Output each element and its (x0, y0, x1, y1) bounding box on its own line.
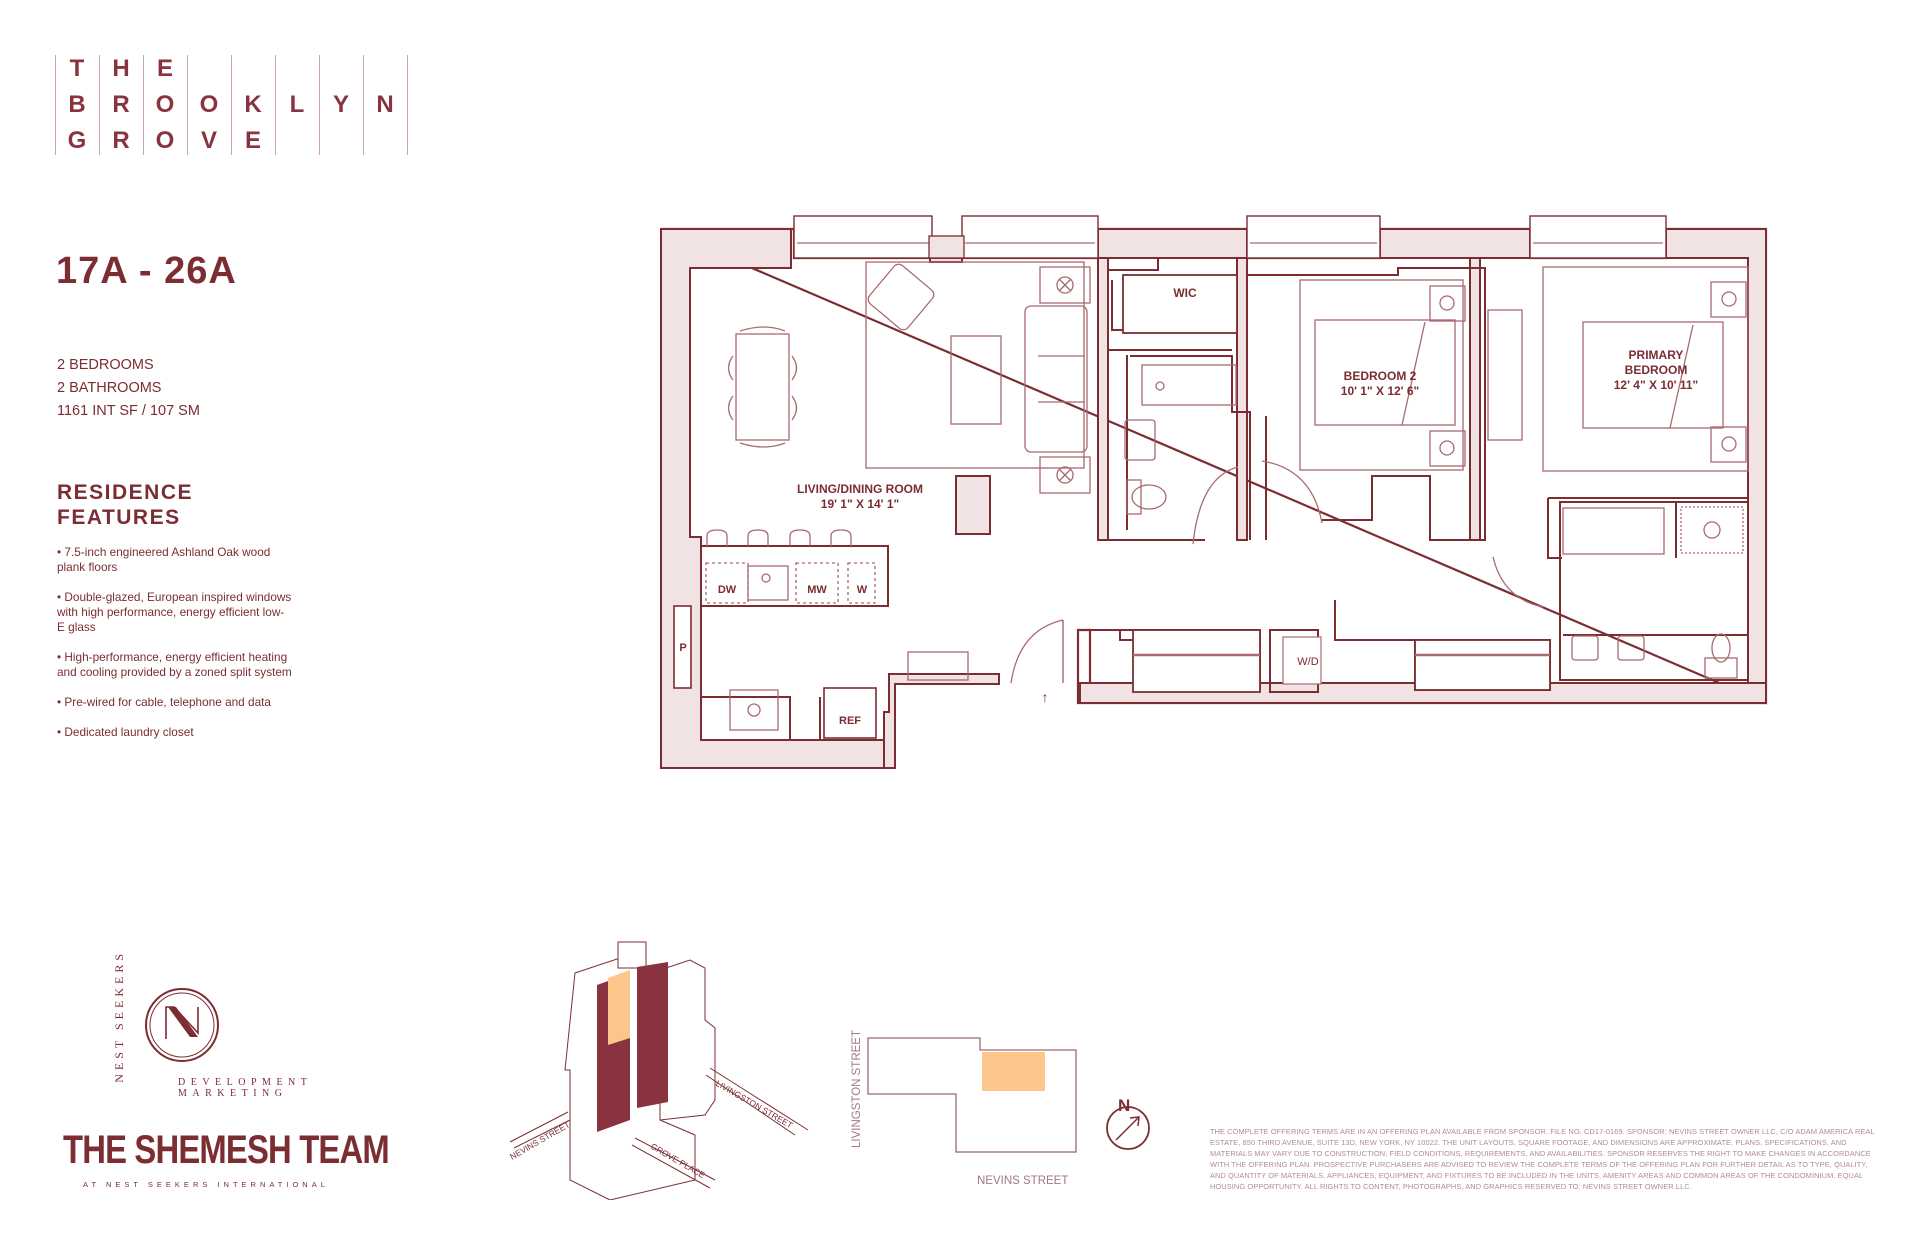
feature-item: • Pre-wired for cable, telephone and dat… (57, 695, 271, 709)
bathrooms-count: 2 BATHROOMS (57, 380, 162, 396)
pantry-label: P (679, 642, 686, 654)
living-room-label: LIVING/DINING ROOM (797, 482, 923, 496)
logo-letter: L (289, 91, 305, 118)
logo-letter: Y (332, 91, 349, 118)
logo-letter: H (112, 55, 130, 82)
north-label: N (1118, 1096, 1131, 1115)
features-heading: RESIDENCE FEATURES (57, 480, 193, 530)
feature-item: • Double-glazed, European inspired windo… (57, 590, 292, 634)
street-label: LIVINGSTON STREET (714, 1078, 795, 1130)
logo-letter: V (200, 127, 217, 154)
logo-letter: R (112, 91, 130, 118)
primary-bedroom-label-2: BEDROOM (1625, 363, 1688, 377)
microwave-label: MW (807, 584, 827, 596)
dishwasher-label: DW (718, 584, 737, 596)
dev-line: DEVELOPMENT (178, 1077, 313, 1088)
logo-letter: N (376, 91, 394, 118)
bedroom2-label: BEDROOM 2 (1344, 369, 1417, 383)
wic-label: WIC (1173, 286, 1197, 300)
logo-letter: B (68, 91, 86, 118)
logo-letter: O (199, 91, 219, 118)
living-room-dims: 19' 1" X 14' 1" (821, 497, 899, 511)
development-marketing-text: DEVELOPMENT MARKETING (178, 1077, 312, 1099)
feature-item: • 7.5-inch engineered Ashland Oak wood p… (57, 545, 271, 574)
building-isometric-diagram: NEVINS STREET GROVE PLACE LIVINGSTON STR… (508, 941, 809, 1200)
unit-specs: 2 BEDROOMS 2 BATHROOMS 1161 INT SF / 107… (57, 354, 200, 423)
bedrooms-count: 2 BEDROOMS (57, 357, 154, 373)
logo-letter: E (156, 55, 173, 82)
unit-site-highlight (982, 1052, 1045, 1091)
features-list: • 7.5-inch engineered Ashland Oak wood p… (57, 545, 292, 755)
logo-letter: O (155, 127, 175, 154)
unit-area: 1161 INT SF / 107 SM (57, 403, 200, 419)
dev-line: MARKETING (178, 1088, 288, 1099)
feature-item: • High-performance, energy efficient hea… (57, 650, 292, 679)
feature-item: • Dedicated laundry closet (57, 725, 194, 739)
compass-icon (1106, 1106, 1150, 1150)
shemesh-team-subtitle: AT NEST SEEKERS INTERNATIONAL (83, 1180, 329, 1189)
unit-title: 17A - 26A (56, 250, 237, 292)
shemesh-team-logo: THE SHEMESH TEAM (63, 1128, 390, 1172)
features-heading-line: FEATURES (57, 506, 181, 529)
logo-letter: G (67, 127, 87, 154)
brooklyn-grove-logo: T H E B R O O K L Y N G R O V E (55, 55, 408, 155)
primary-bedroom-label: PRIMARY (1629, 348, 1684, 362)
entry-arrow-icon: ↑ (1042, 689, 1049, 705)
logo-letter: O (155, 91, 175, 118)
nest-seekers-emblem-icon (145, 988, 219, 1062)
washer-dryer-label: W/D (1297, 656, 1318, 668)
floor-plan: LIVING/DINING ROOM 19' 1" X 14' 1" BEDRO… (660, 215, 1768, 769)
wine-label: W (857, 584, 868, 596)
logo-letter: K (244, 91, 262, 118)
site-plan: LIVINGSTON STREET NEVINS STREET (851, 1030, 1150, 1187)
logo-letter: T (69, 55, 85, 82)
street-label: NEVINS STREET (508, 1119, 571, 1161)
site-street-bottom: NEVINS STREET (977, 1175, 1068, 1187)
logo-letter: R (112, 127, 130, 154)
logo-letter: E (244, 127, 261, 154)
nest-seekers-vertical: NEST SEEKERS (112, 950, 126, 1083)
refrigerator-label: REF (839, 715, 861, 727)
site-street-left: LIVINGSTON STREET (851, 1030, 863, 1148)
legal-disclaimer: THE COMPLETE OFFERING TERMS ARE IN AN OF… (1210, 1127, 1875, 1191)
features-heading-line: RESIDENCE (57, 481, 194, 504)
unit-highlight (608, 970, 630, 1045)
bedroom2-dims: 10' 1" X 12' 6" (1341, 384, 1419, 398)
primary-bedroom-dims: 12' 4" X 10' 11" (1614, 378, 1698, 392)
